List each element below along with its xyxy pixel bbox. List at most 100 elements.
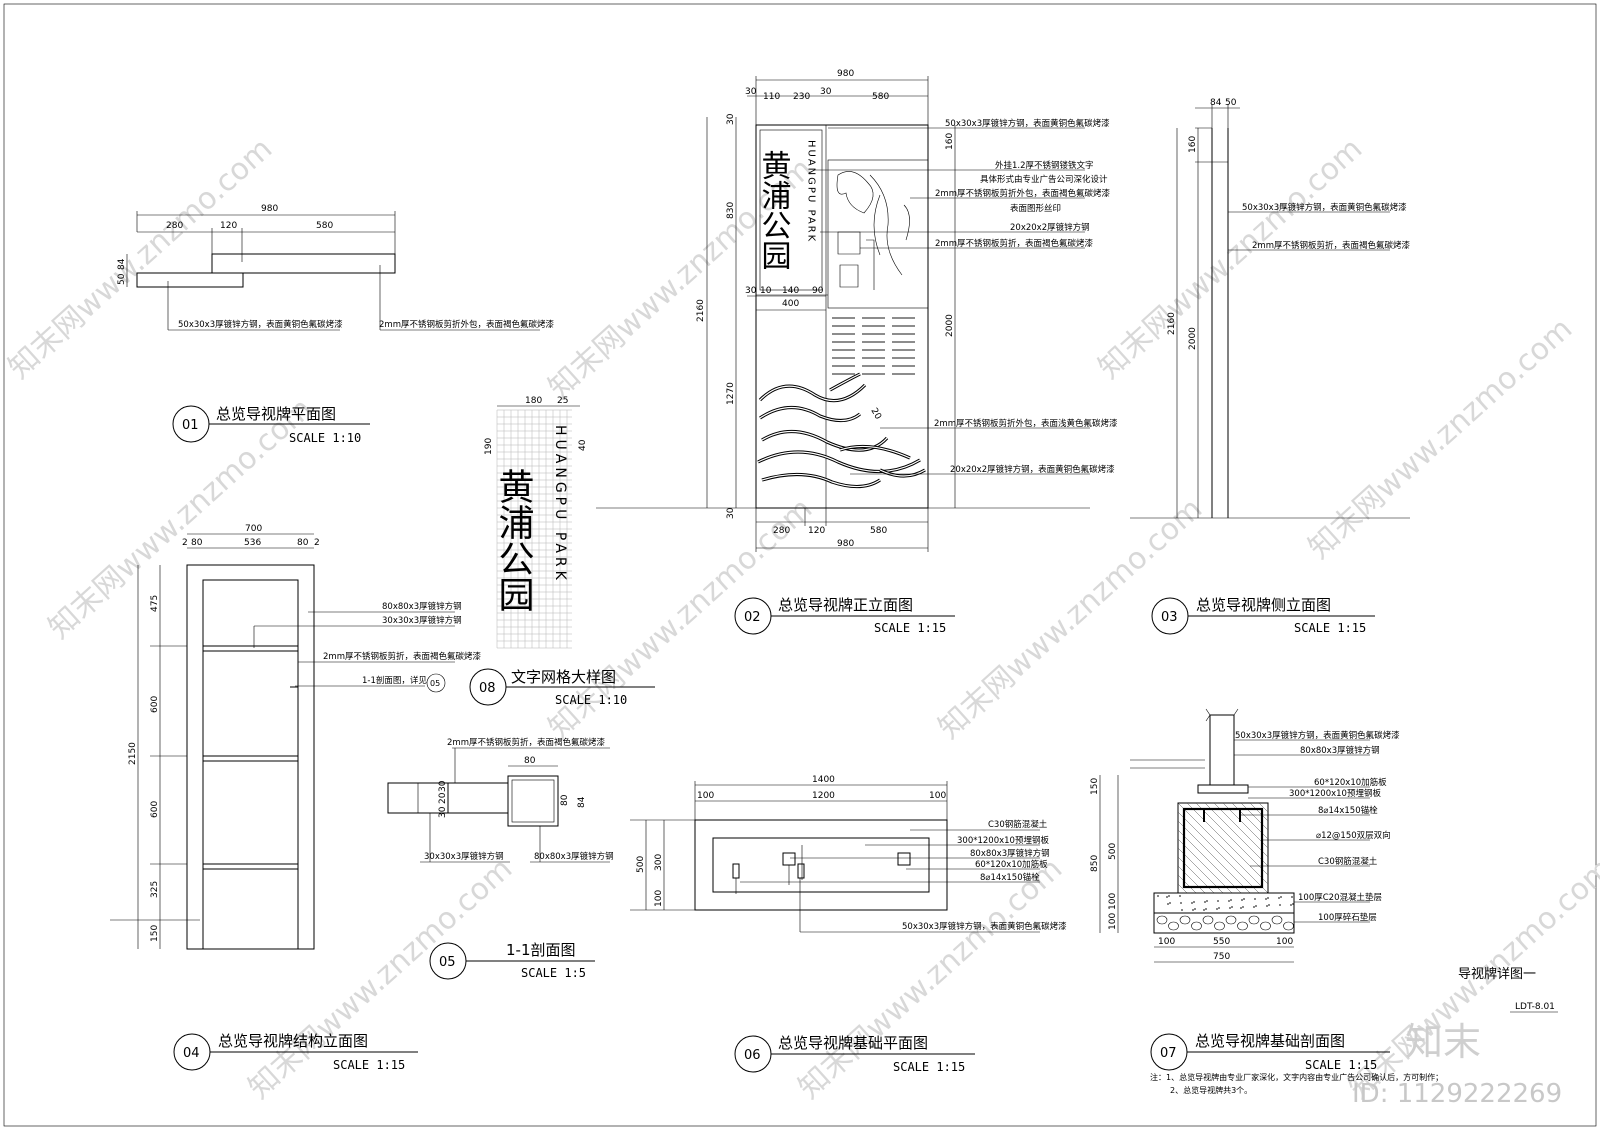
sign-text-en: HUANGPU PARK [806,140,817,243]
view-01-plan: 980 280 120 580 84 50 50x30x3厚镀锌方钢，表面黄铜色… [117,204,554,445]
view-03-side-elevation: 84 50 160 2160 2000 50x30x3厚镀锌方钢，表面黄铜色氟碳… [1130,98,1410,635]
wave-bar-inner [879,469,926,477]
sheet-note-2: 2、总览导视牌共3个。 [1170,1085,1252,1095]
dim: 20 [438,792,448,804]
wave-bar-inner [759,406,861,422]
dot [1267,897,1269,899]
dot [1240,907,1242,909]
leaders [1234,739,1370,923]
view-scale: SCALE 1:15 [1294,621,1366,635]
dim-total: 980 [837,539,854,549]
dim: 120 [808,526,825,536]
dot [1166,896,1168,898]
dot [1203,909,1205,911]
dim: 2 [314,538,320,548]
note: 30x30x3厚镀锌方钢 [424,851,504,862]
hatch-line [1177,883,1188,894]
dot [1193,901,1195,903]
hatch-line [1177,820,1251,894]
hatch-line [1222,802,1269,849]
sign-text-en: HUANGPU PARK [552,425,568,584]
view-number: 05 [439,955,456,970]
dim: 100 [654,890,664,907]
detail-ref: 05 [430,679,440,688]
dim-1270: 1270 [726,382,736,405]
embed-plate [712,837,930,893]
dim: 30 [745,286,757,296]
dim-30: 30 [726,113,736,125]
note: 具体形式由专业广告公司深化设计 [980,174,1108,185]
dim: 80 [297,538,309,548]
dot [1180,902,1182,904]
view-07-foundation-section: 150 500 850 100 100 100 550 100 750 50x3… [1090,708,1558,1095]
dim-84: 84 [117,258,127,270]
dim: 100 [929,791,946,801]
leaders [740,829,1040,933]
note: 30x30x3厚镀锌方钢 [382,615,462,626]
sign-text-cn: 黄浦公园 [756,150,791,270]
dot [1167,903,1169,905]
note: 50x30x3厚镀锌方钢，表面黄铜色氟碳烤漆 [902,921,1067,932]
dim-580: 580 [316,221,333,231]
map-legend [832,317,915,375]
view-05-section: 80 30 20 30 80 84 2mm厚不锈钢板剪折，表面褐色氟碳烤漆 30… [387,737,614,980]
frame-inner [202,579,299,950]
pebble [1271,915,1283,925]
dim-total: 980 [837,69,854,79]
wave-bars [757,372,926,489]
watermark-site: 知末网www.znzmo.com [1092,131,1369,386]
view-number: 07 [1160,1046,1177,1061]
gravel-pebbles [1156,915,1294,931]
dim: 500 [1108,843,1118,860]
dot [1290,904,1292,906]
note: 2mm厚不锈钢板剪折，表面褐色氟碳烤漆 [323,651,481,662]
note: 300*1200x10预埋钢板 [1289,788,1381,799]
hatch-line [1249,802,1269,822]
note: 表面图形丝印 [1010,203,1061,214]
dim-total: 980 [261,204,278,214]
hatch-line [1177,865,1206,894]
dim: 110 [763,92,780,102]
note: 1-1剖面图，详见 [362,675,427,686]
dim-2150: 2150 [128,742,138,765]
wave-bar-inner [839,445,911,459]
dim-120: 120 [220,221,237,231]
dot [1169,902,1171,904]
pebble [1191,921,1202,931]
hatch-line [1177,838,1233,894]
view-number: 02 [744,610,761,625]
map-sketch [836,171,874,214]
wave-bar-inner [829,373,861,391]
dim-160: 160 [945,133,955,150]
dim-2160: 2160 [696,299,706,322]
dim: 100 [1158,937,1175,947]
note: 300*1200x10预埋钢板 [957,835,1049,846]
dim: 580 [870,526,887,536]
view-number: 03 [1161,610,1178,625]
dot [1241,899,1243,901]
note: C30钢筋混凝土 [988,819,1048,830]
view-scale: SCALE 1:10 [555,693,627,707]
dot [1191,902,1193,904]
dim: 536 [244,538,261,548]
pebble [1214,921,1225,931]
pebble [1225,915,1237,925]
sheet-title: 导视牌详图一 [1458,966,1536,982]
dot [1206,900,1208,902]
hatch-line [1240,802,1269,831]
hatch-line [1258,802,1269,813]
pebble [1202,915,1214,925]
dot [1231,906,1233,908]
dim-total: 1400 [812,775,835,785]
note: C30钢筋混凝土 [1318,856,1378,867]
pebble [1283,921,1294,931]
dim-700: 700 [245,524,262,534]
dim: 30 [820,87,832,97]
note: 2mm厚不锈钢板剪折外包，表面浅黄色氟碳烤漆 [934,418,1118,429]
concrete-hatch [1177,802,1269,894]
dot [1228,900,1230,902]
view-title: 总览导视牌基础剖面图 [1195,1032,1345,1050]
dim: 750 [1213,952,1230,962]
dot [1292,903,1294,905]
dim: 80 [560,794,570,806]
